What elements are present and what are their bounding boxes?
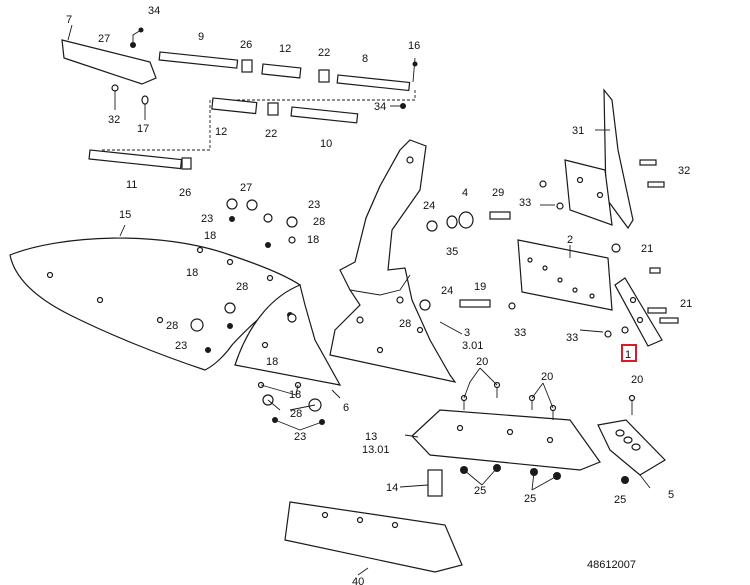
- part-7-bracket: [61, 39, 157, 85]
- label-23-c[interactable]: 23: [175, 340, 187, 352]
- label-13[interactable]: 13: [365, 431, 377, 443]
- label-6[interactable]: 6: [343, 402, 349, 414]
- label-3[interactable]: 3: [464, 327, 470, 339]
- label-24-a[interactable]: 24: [423, 200, 435, 212]
- skimmer-assembly: [517, 88, 663, 347]
- label-26-b[interactable]: 26: [179, 187, 191, 199]
- label-14[interactable]: 14: [386, 482, 398, 494]
- label-33-b[interactable]: 33: [514, 327, 526, 339]
- label-28-c[interactable]: 28: [166, 320, 178, 332]
- mouldboard: [9, 237, 302, 371]
- part-6-shin: [234, 284, 342, 386]
- label-18-a[interactable]: 18: [204, 230, 216, 242]
- label-28-b[interactable]: 28: [236, 281, 248, 293]
- label-15[interactable]: 15: [119, 209, 131, 221]
- label-19[interactable]: 19: [474, 281, 486, 293]
- label-22-a[interactable]: 22: [318, 47, 330, 59]
- label-25-b[interactable]: 25: [524, 493, 536, 505]
- part-1-bracket: [614, 277, 663, 347]
- label-33-c[interactable]: 33: [566, 332, 578, 344]
- upper-link-assembly: [61, 24, 418, 170]
- label-27-a[interactable]: 27: [98, 33, 110, 45]
- label-21-a[interactable]: 21: [641, 243, 653, 255]
- label-18-d[interactable]: 18: [266, 356, 278, 368]
- part-15-mouldboard: [9, 237, 302, 371]
- label-20-a[interactable]: 20: [476, 356, 488, 368]
- label-12-mid[interactable]: 12: [215, 126, 227, 138]
- leader-lines: [119, 129, 651, 576]
- label-13-01[interactable]: 13.01: [362, 444, 390, 456]
- callout-labels: 1 2 3 3.01 4 5 6 7 8 9 10 11 12 12 13 13…: [66, 5, 692, 585]
- label-20-c[interactable]: 20: [631, 374, 643, 386]
- part-12-rod-lower: [211, 97, 258, 115]
- share: [411, 409, 601, 471]
- label-11[interactable]: 11: [126, 179, 137, 191]
- label-9[interactable]: 9: [198, 31, 204, 43]
- part-13-share: [411, 409, 601, 471]
- share-point: [597, 419, 666, 476]
- highlight-box: [621, 344, 637, 362]
- label-28-a[interactable]: 28: [313, 216, 325, 228]
- label-1[interactable]: 1: [625, 349, 631, 361]
- label-5[interactable]: 5: [668, 489, 674, 501]
- part-3-frame: [329, 139, 457, 383]
- part-11-rod: [88, 149, 183, 170]
- label-18-e[interactable]: 18: [289, 389, 301, 401]
- label-29[interactable]: 29: [492, 187, 504, 199]
- label-16[interactable]: 16: [408, 40, 420, 52]
- landside: [284, 501, 463, 573]
- label-34-a[interactable]: 34: [148, 5, 160, 17]
- label-18-b[interactable]: 18: [186, 267, 198, 279]
- label-27-b[interactable]: 27: [240, 182, 252, 194]
- label-23-a[interactable]: 23: [201, 213, 213, 225]
- label-10[interactable]: 10: [320, 138, 332, 150]
- part-9-rod: [158, 51, 239, 69]
- part-8-rod: [336, 74, 411, 92]
- frame-leg: [329, 139, 457, 383]
- label-12-top[interactable]: 12: [279, 43, 291, 55]
- diagram-code: 48612007: [587, 559, 636, 571]
- label-25-a[interactable]: 25: [474, 485, 486, 497]
- label-31[interactable]: 31: [572, 125, 584, 137]
- label-25-c[interactable]: 25: [614, 494, 626, 506]
- label-32-b[interactable]: 32: [108, 114, 120, 126]
- label-28-d[interactable]: 28: [399, 318, 411, 330]
- label-8[interactable]: 8: [362, 53, 368, 65]
- part-10-rod: [290, 106, 359, 124]
- part-12-rod: [261, 63, 302, 79]
- part-2-plate: [517, 239, 613, 311]
- part-14-plate: [427, 469, 443, 497]
- label-32-a[interactable]: 32: [678, 165, 690, 177]
- label-28-e[interactable]: 28: [290, 408, 302, 420]
- label-17[interactable]: 17: [137, 123, 149, 135]
- label-40[interactable]: 40: [352, 576, 364, 585]
- label-2[interactable]: 2: [567, 234, 573, 246]
- label-7[interactable]: 7: [66, 14, 72, 26]
- label-3-01[interactable]: 3.01: [462, 340, 483, 352]
- part-31-plate: [564, 159, 613, 226]
- label-24-b[interactable]: 24: [441, 285, 453, 297]
- part-40-landside: [284, 501, 463, 573]
- label-4[interactable]: 4: [462, 187, 468, 199]
- label-23-d[interactable]: 23: [294, 431, 306, 443]
- label-34-b[interactable]: 34: [374, 101, 386, 113]
- label-20-b[interactable]: 20: [541, 371, 553, 383]
- label-21-b[interactable]: 21: [680, 298, 692, 310]
- label-22-b[interactable]: 22: [265, 128, 277, 140]
- label-18-c[interactable]: 18: [307, 234, 319, 246]
- label-35[interactable]: 35: [446, 246, 458, 258]
- hardware: [190, 159, 679, 484]
- label-33-a[interactable]: 33: [519, 197, 531, 209]
- label-26-a[interactable]: 26: [240, 39, 252, 51]
- label-23-b[interactable]: 23: [308, 199, 320, 211]
